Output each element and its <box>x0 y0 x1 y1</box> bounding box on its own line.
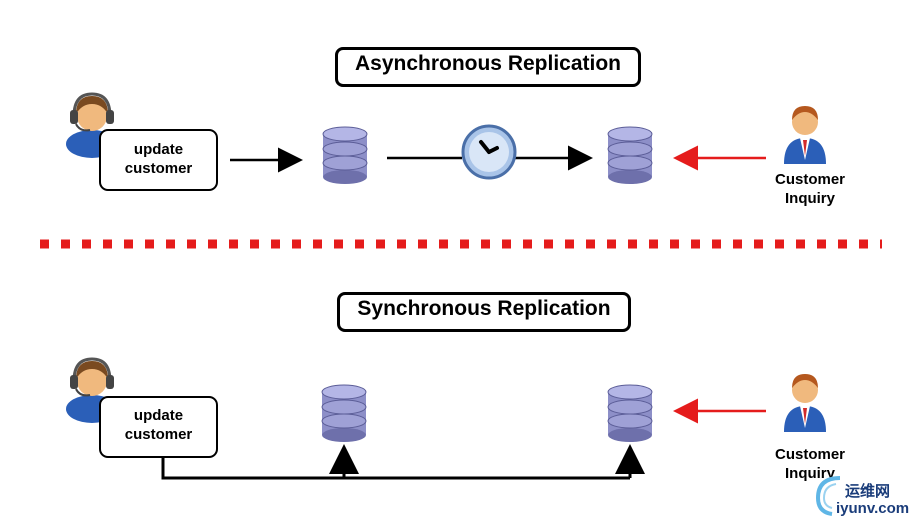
customer-person-icon <box>784 374 826 432</box>
async-title-text: Asynchronous Replication <box>354 52 622 75</box>
database-icon <box>322 126 368 184</box>
sync-update-line2: customer <box>124 426 193 443</box>
sync-inquiry-line1: Customer <box>774 446 845 463</box>
sync-title: Synchronous Replication <box>337 292 631 332</box>
database-icon <box>607 384 653 442</box>
async-inquiry-label: Customer Inquiry <box>750 170 870 208</box>
headset-agent-icon <box>66 92 118 158</box>
watermark-cn: 运维网 <box>845 483 891 500</box>
customer-person-icon <box>784 106 826 164</box>
database-icon <box>607 126 653 184</box>
async-update-callout: update customer <box>99 129 218 191</box>
watermark-logo-icon <box>815 476 841 516</box>
sync-fanout-line <box>161 456 630 480</box>
watermark-url: iyunv.com <box>836 500 910 517</box>
sync-update-line1: update <box>133 407 184 424</box>
sync-inquiry-label: Customer Inquiry <box>750 445 870 483</box>
sync-inquiry-line2: Inquiry <box>784 465 835 482</box>
sync-update-callout: update customer <box>99 396 218 458</box>
async-inquiry-line1: Customer <box>774 171 845 188</box>
async-update-line2: customer <box>124 160 193 177</box>
database-icon <box>321 384 367 442</box>
async-title: Asynchronous Replication <box>335 47 641 87</box>
async-update-line1: update <box>133 141 184 158</box>
sync-title-text: Synchronous Replication <box>357 297 611 320</box>
async-inquiry-line2: Inquiry <box>784 190 835 207</box>
clock-icon <box>461 124 517 180</box>
